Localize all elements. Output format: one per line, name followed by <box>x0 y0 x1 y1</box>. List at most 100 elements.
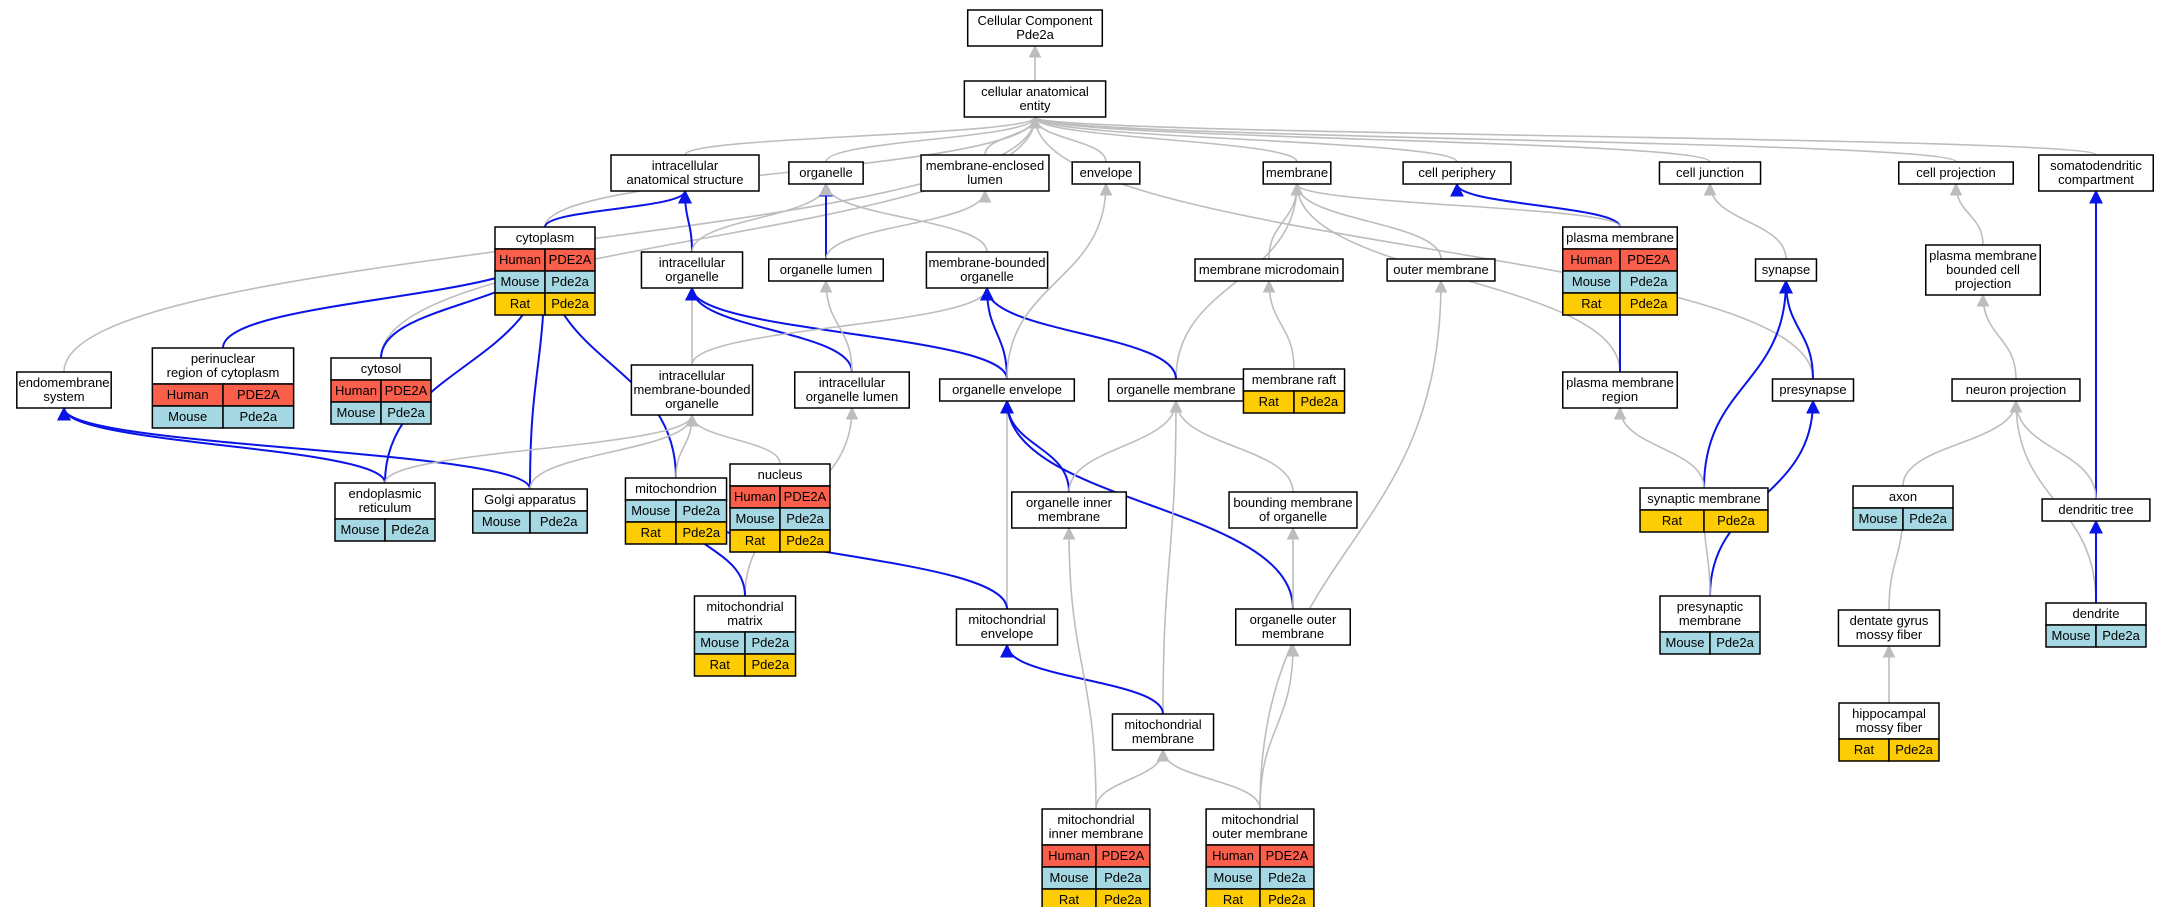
go-term-node-org_lumen[interactable]: organelle lumen <box>768 258 884 282</box>
species-name: Mouse <box>340 522 379 537</box>
go-term-node-outermem[interactable]: outer membrane <box>1386 258 1496 282</box>
gene-symbol: Pde2a <box>682 525 720 540</box>
gene-symbol: Pde2a <box>1630 274 1668 289</box>
node-label-line: organelle lumen <box>780 262 873 277</box>
edge-part_of-org_mem-to-mbo <box>980 286 1177 380</box>
gene-symbol: PDE2A <box>1266 848 1309 863</box>
go-term-node-cellperiphery[interactable]: cell periphery <box>1402 161 1512 185</box>
go-term-node-membrane[interactable]: membrane <box>1262 161 1332 185</box>
species-name: Rat <box>1059 892 1080 907</box>
node-header-box <box>2041 498 2151 522</box>
node-label-line: organelle <box>665 269 719 284</box>
go-term-node-celljunction[interactable]: cell junction <box>1658 161 1762 185</box>
edge-isa-celljunction-to-cae <box>1028 115 1711 163</box>
go-term-node-memmicro[interactable]: membrane microdomain <box>1194 258 1344 282</box>
node-label-line: membrane <box>1266 165 1328 180</box>
node-label-line: mossy fiber <box>1856 627 1923 642</box>
edge-isa-plasmamem-to-membrane <box>1290 182 1621 228</box>
edge-isa-synapse-to-celljunction <box>1703 182 1787 260</box>
gene-cell <box>1293 390 1346 414</box>
gene-symbol: Pde2a <box>751 657 789 672</box>
gene-cell <box>1619 292 1678 316</box>
gene-symbol: Pde2a <box>2102 628 2140 643</box>
gene-symbol: Pde2a <box>751 635 789 650</box>
go-term-node-envelope[interactable]: envelope <box>1071 161 1141 185</box>
go-term-node-dendtree[interactable]: dendritic tree <box>2041 498 2151 522</box>
species-name: Rat <box>710 657 731 672</box>
gene-cell <box>1259 888 1315 907</box>
node-label-line: organelle membrane <box>1116 382 1235 397</box>
gene-symbol: Pde2a <box>240 409 278 424</box>
node-label-line: membrane microdomain <box>1199 262 1339 277</box>
species-name: Rat <box>745 533 766 548</box>
go-term-node-neuronproj[interactable]: neuron projection <box>1951 378 2081 402</box>
gene-symbol: Pde2a <box>540 514 578 529</box>
node-label-line: mossy fiber <box>1856 720 1923 735</box>
go-term-node-org_mem[interactable]: organelle membrane <box>1107 378 1245 402</box>
gene-symbol: Pde2a <box>1104 870 1142 885</box>
go-term-node-synapse[interactable]: synapse <box>1754 258 1818 282</box>
go-term-node-presynapse[interactable]: presynapse <box>1771 378 1855 402</box>
edge-isa-cellperiphery-to-cae <box>1028 115 1458 163</box>
edge-part_of-synmem-to-synapse <box>1703 279 1793 489</box>
edge-isa-er-to-imbo <box>384 413 699 484</box>
species-name: Rat <box>1259 394 1280 409</box>
node-label-line: cytoplasm <box>516 230 575 245</box>
go-term-node-org_env[interactable]: organelle envelope <box>938 378 1076 402</box>
edge-isa-memraft-to-memmicro <box>1262 279 1295 370</box>
gene-cell <box>1888 738 1940 762</box>
node-header-box <box>1562 371 1678 409</box>
species-name: Human <box>1570 252 1612 267</box>
node-header-box <box>1228 491 1358 529</box>
species-name: Mouse <box>482 514 521 529</box>
edge-isa-org_lumen-to-mel <box>825 189 992 260</box>
species-name: Human <box>167 387 209 402</box>
node-header-box <box>1658 161 1762 185</box>
species-name: Mouse <box>1572 274 1611 289</box>
edge-isa-mbo-to-organelle <box>819 182 988 253</box>
species-name: Mouse <box>631 503 670 518</box>
node-label-line: Golgi apparatus <box>484 492 576 507</box>
go-term-node-cellprojection[interactable]: cell projection <box>1898 161 2014 185</box>
node-label-line: neuron projection <box>1966 382 2066 397</box>
go-term-node-organelle[interactable]: organelle <box>788 161 864 185</box>
gene-cell <box>779 529 831 553</box>
node-header-box <box>1771 378 1855 402</box>
